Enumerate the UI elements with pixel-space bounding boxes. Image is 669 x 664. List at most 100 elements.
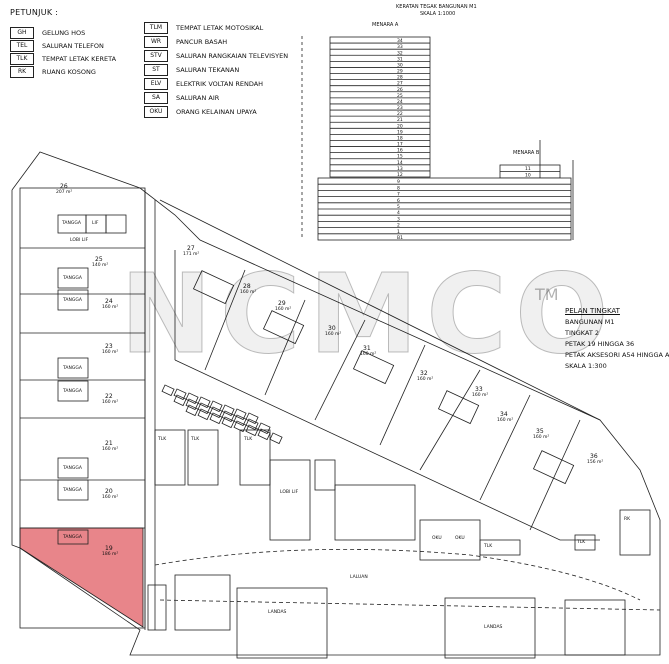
parking-stall [161, 384, 175, 397]
parking-stall [209, 412, 223, 425]
stair-label-22: TANGGA [63, 389, 82, 394]
plan-building: BANGUNAN M1 [565, 318, 615, 326]
lot-30-no: 30 [328, 325, 336, 332]
podium-floor-number: 7 [397, 192, 400, 198]
lot-21-no: 21 [105, 440, 113, 447]
floor-number: 13 [397, 166, 403, 172]
landing-label-1: LANDAS [268, 610, 287, 615]
road-label: LALUAN [350, 575, 368, 580]
floor-number: 29 [397, 69, 403, 75]
legend-code-elv: ELV [144, 78, 168, 90]
lot-29-area: 160 m² [275, 307, 292, 312]
legend-label-sa: SALURAN AIR [176, 94, 220, 102]
floor-number: 21 [397, 117, 403, 123]
plan-heading: PELAN TINGKAT [565, 307, 620, 315]
lot-27-no: 27 [187, 245, 195, 252]
trademark: TM [535, 285, 559, 304]
podium-floor-number: 9 [397, 179, 400, 185]
parking-stall [185, 398, 199, 411]
floor-number: 33 [397, 44, 403, 50]
podium-floor-number: 2 [397, 223, 400, 229]
floor-number: 16 [397, 148, 403, 154]
lot-20-area: 160 m² [102, 495, 119, 500]
highlight-lot-19 [19, 527, 144, 628]
stair-label-19: TANGGA [63, 535, 82, 540]
lot-35-area: 160 m² [533, 435, 550, 440]
stair-label-23: TANGGA [63, 366, 82, 371]
podium-floor-number: 3 [397, 216, 400, 222]
lot-26-area: 207 m² [56, 190, 73, 195]
legend-label-oku: ORANG KELAINAN UPAYA [176, 108, 257, 116]
podium-floor-number: B1 [397, 235, 403, 241]
legend-item-tel: TEL SALURAN TELEFON [10, 40, 104, 52]
tlk-label-5: TLK [577, 540, 586, 545]
floor-number: 32 [397, 50, 403, 56]
lot-29-no: 29 [278, 300, 286, 307]
parking-stall [257, 428, 271, 441]
tlk-label-4: TLK [484, 544, 493, 549]
lot-35-no: 35 [536, 428, 544, 435]
lot-32-no: 32 [420, 370, 428, 377]
lot-27-area: 171 m² [183, 252, 200, 257]
floor-number-b: 10 [525, 173, 531, 179]
parking-stall [185, 404, 199, 417]
oku-label-1: OKU [432, 536, 442, 541]
legend-code-gh: GH [10, 27, 34, 39]
floor-number: 12 [397, 172, 403, 178]
stair-label-24: TANGGA [63, 298, 82, 303]
podium-floor-number: 8 [397, 185, 400, 191]
elevation-scale: SKALA 1:1000 [420, 11, 456, 17]
lot-21-area: 160 m² [102, 447, 119, 452]
legend-title: PETUNJUK : [10, 8, 59, 17]
elevation-title: KERATAN TEGAK BANGUNAN M1 [396, 4, 477, 10]
floor-number: 27 [397, 81, 403, 87]
site-boundary [11, 151, 661, 656]
tower-a-elevation [329, 36, 431, 178]
lot-36-area: 156 m² [587, 460, 604, 465]
lot-33-area: 160 m² [472, 393, 489, 398]
tower-a-label: MENARA A [372, 22, 399, 28]
plan-accessory: PETAK AKSESORI A54 HINGGA A107 [565, 351, 669, 359]
floor-number: 19 [397, 129, 403, 135]
legend-code-oku: OKU [144, 106, 168, 118]
floor-number: 30 [397, 62, 403, 68]
podium-floor-number: 5 [397, 204, 400, 210]
rk-label: RK [624, 517, 631, 522]
legend-label-tel: SALURAN TELEFON [42, 42, 104, 50]
parking-stall [233, 420, 247, 433]
oku-label-2: OKU [455, 536, 465, 541]
watermark: NCMCO [120, 250, 617, 379]
stair-label-21: TANGGA [63, 466, 82, 471]
lot-28-no: 28 [243, 283, 251, 290]
parking-stall [185, 392, 199, 405]
floor-number: 20 [397, 123, 403, 129]
tower-b-label: MENARA B [513, 150, 540, 156]
parking-stall [245, 424, 259, 437]
stair-label-25: TANGGA [63, 276, 82, 281]
lot-24-area: 160 m² [102, 305, 119, 310]
lot-19-no: 19 [105, 545, 113, 552]
legend-label-tlm: TEMPAT LETAK MOTOSIKAL [176, 24, 264, 32]
floor-number: 24 [397, 99, 403, 105]
podium-floor-number: 4 [397, 210, 400, 216]
parking-stall [233, 408, 247, 421]
lift-label: LIF [92, 221, 99, 226]
lot-33-no: 33 [475, 386, 483, 393]
legend-label-rk: RUANG KOSONG [42, 68, 96, 76]
parking-stall [173, 394, 187, 407]
parking-stall [209, 400, 223, 413]
floor-number: 23 [397, 105, 403, 111]
plan-scale: SKALA 1:300 [565, 362, 607, 370]
legend-code-tel: TEL [10, 40, 34, 52]
lot-24-no: 24 [105, 298, 113, 305]
tlk-label-3: TLK [244, 437, 253, 442]
plan-lots: PETAK 19 HINGGA 36 [565, 340, 635, 348]
parking-stall [209, 406, 223, 419]
parking-stall [197, 408, 211, 421]
